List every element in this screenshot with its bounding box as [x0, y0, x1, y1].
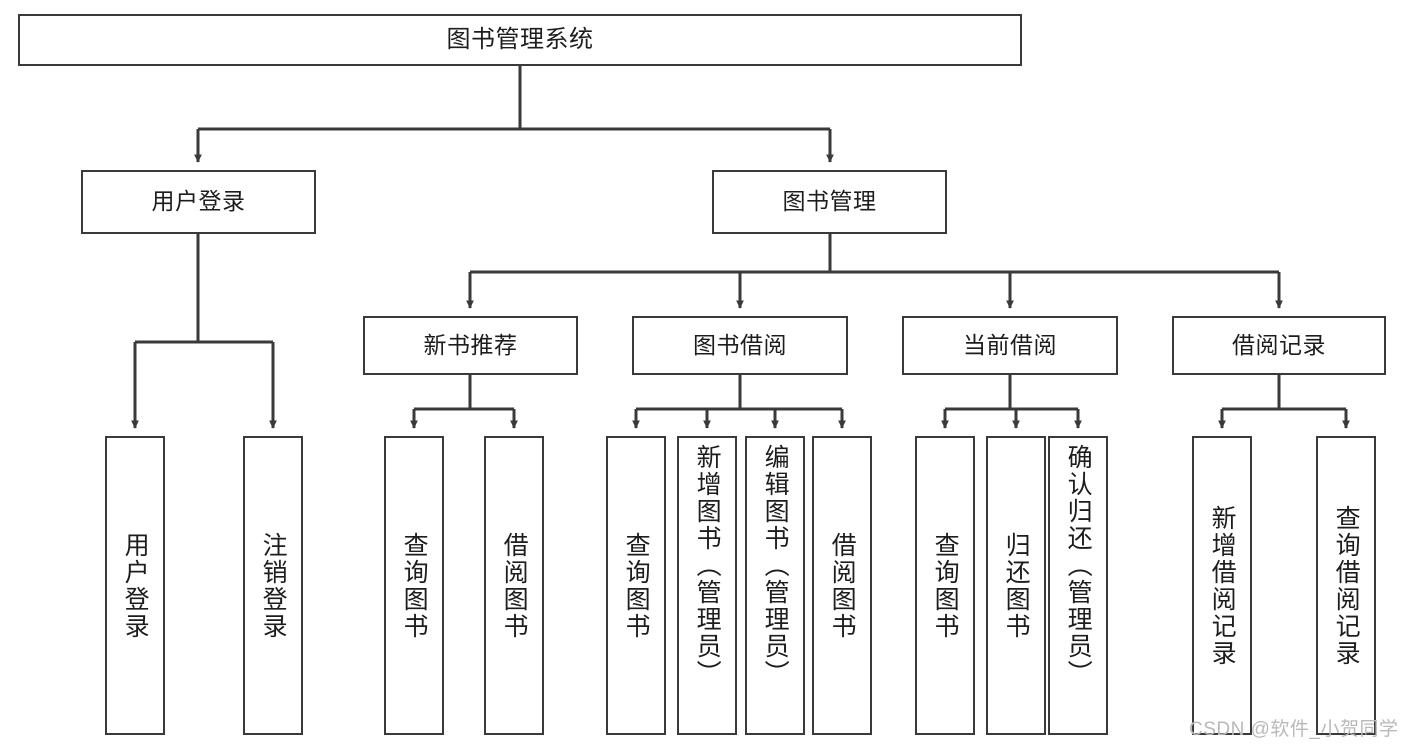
node-current-borrow[interactable]: 当前借阅 [902, 316, 1118, 375]
node-leaf-borrow-book-2-label: 借阅图书 [828, 531, 857, 640]
node-book-management-label: 图书管理 [782, 188, 877, 215]
node-new-book-recommend[interactable]: 新书推荐 [363, 316, 578, 375]
node-user-login[interactable]: 用户登录 [81, 170, 316, 234]
node-leaf-logout-login-label: 注销登录 [259, 531, 288, 640]
node-leaf-edit-book[interactable]: 编辑图书（管理员） [745, 436, 805, 735]
node-leaf-query-record-label: 查询借阅记录 [1332, 504, 1361, 667]
node-leaf-borrow-book-1[interactable]: 借阅图书 [484, 436, 544, 735]
node-leaf-add-record[interactable]: 新增借阅记录 [1192, 436, 1252, 735]
node-leaf-user-login-label: 用户登录 [121, 531, 150, 640]
node-leaf-query-book-2[interactable]: 查询图书 [606, 436, 666, 735]
node-user-login-label: 用户登录 [151, 188, 246, 215]
node-leaf-query-book-3[interactable]: 查询图书 [915, 436, 975, 735]
csdn-watermark: CSDN @软件_小贺同学 [1189, 719, 1399, 740]
node-leaf-confirm-return[interactable]: 确认归还（管理员） [1048, 436, 1108, 735]
node-leaf-add-book[interactable]: 新增图书（管理员） [677, 436, 737, 735]
node-leaf-query-book-1-label: 查询图书 [400, 531, 429, 640]
node-current-borrow-label: 当前借阅 [963, 331, 1057, 358]
node-root-system[interactable]: 图书管理系统 [18, 14, 1022, 66]
node-borrow-record-label: 借阅记录 [1232, 331, 1326, 358]
node-book-management[interactable]: 图书管理 [712, 170, 947, 234]
node-leaf-user-login[interactable]: 用户登录 [105, 436, 165, 735]
node-new-book-recommend-label: 新书推荐 [423, 331, 518, 358]
node-leaf-query-book-2-label: 查询图书 [622, 531, 651, 640]
node-leaf-return-book[interactable]: 归还图书 [986, 436, 1046, 735]
node-root-system-label: 图书管理系统 [446, 25, 594, 53]
node-borrow-record[interactable]: 借阅记录 [1172, 316, 1386, 375]
node-leaf-confirm-return-label: 确认归还（管理员） [1064, 444, 1093, 687]
node-leaf-edit-book-label: 编辑图书（管理员） [761, 444, 790, 687]
node-leaf-return-book-label: 归还图书 [1002, 531, 1031, 640]
node-leaf-query-book-3-label: 查询图书 [931, 531, 960, 640]
node-leaf-add-record-label: 新增借阅记录 [1208, 504, 1237, 667]
node-leaf-query-book-1[interactable]: 查询图书 [384, 436, 444, 735]
node-leaf-logout-login[interactable]: 注销登录 [243, 436, 303, 735]
node-leaf-borrow-book-2[interactable]: 借阅图书 [812, 436, 872, 735]
node-leaf-query-record[interactable]: 查询借阅记录 [1316, 436, 1376, 735]
node-leaf-add-book-label: 新增图书（管理员） [693, 444, 722, 687]
node-book-borrow[interactable]: 图书借阅 [632, 316, 848, 375]
node-book-borrow-label: 图书借阅 [693, 331, 787, 358]
node-leaf-borrow-book-1-label: 借阅图书 [500, 531, 529, 640]
